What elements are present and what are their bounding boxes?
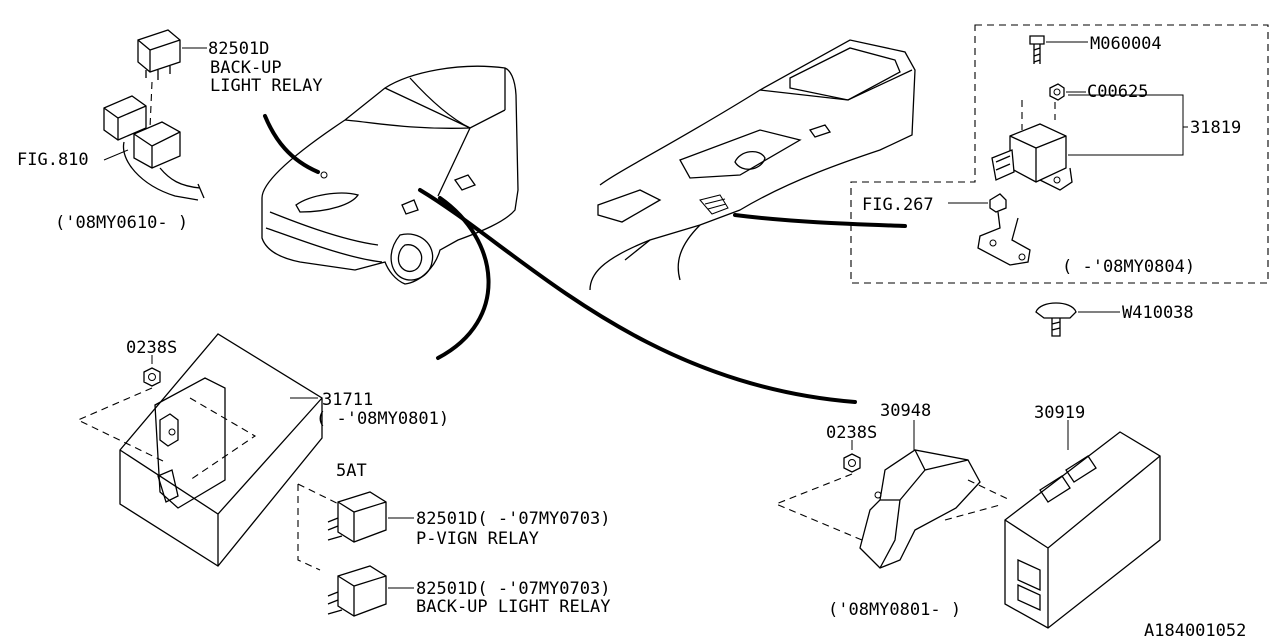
sensor-31819[interactable]	[991, 123, 1073, 191]
bracket-fig267	[977, 193, 1031, 266]
relay-a-name-label: P-VIGN RELAY	[416, 529, 539, 549]
relay-backup-light-bottom[interactable]	[327, 565, 387, 617]
range-top-left: ('08MY0610- )	[55, 213, 188, 233]
relay-top-name-line2: LIGHT RELAY	[210, 76, 323, 96]
relay-a-part-label: 82501D( -'07MY0703)	[416, 509, 610, 529]
nut-c00625[interactable]	[1049, 83, 1065, 101]
locator-line-module-31711	[436, 196, 491, 360]
relay-leader-dashed	[149, 81, 153, 129]
fig810-label: FIG.810	[17, 150, 89, 170]
module-30919[interactable]	[1004, 431, 1161, 629]
clip-w410038[interactable]	[1035, 302, 1077, 337]
p30948-label: 30948	[880, 401, 931, 421]
range-31711-label: ( -'08MY0801)	[316, 409, 449, 429]
c00625-label: C00625	[1087, 82, 1148, 102]
nut-0238s-right[interactable]	[843, 453, 861, 473]
bolt-m060004[interactable]	[1029, 35, 1045, 64]
m060004-label: M060004	[1090, 34, 1162, 54]
relay-p-vign[interactable]	[327, 491, 387, 543]
relay-top-part-number: 82501D	[208, 39, 269, 59]
vehicle-body	[261, 65, 519, 285]
diagram-id: A184001052	[1144, 621, 1246, 640]
relay-socket	[103, 95, 205, 201]
p30919-label: 30919	[1034, 403, 1085, 423]
relay-top-name-line1: BACK-UP	[210, 58, 282, 78]
nut-right-label: 0238S	[826, 423, 877, 443]
locator-line-sensor-31819	[733, 213, 907, 228]
backup-light-relay-top[interactable]	[137, 29, 181, 80]
nut-0238s-left[interactable]	[143, 367, 161, 387]
relay-b-name-label: BACK-UP LIGHT RELAY	[416, 597, 610, 617]
p31711-label: 31711	[322, 390, 373, 410]
fig267-label: FIG.267	[862, 195, 934, 215]
label-5at: 5AT	[336, 461, 367, 481]
relay-b-part-label: 82501D( -'07MY0703)	[416, 579, 610, 599]
module-31711[interactable]	[119, 333, 323, 567]
range-box-label: ( -'08MY0804)	[1062, 257, 1195, 277]
range-bottom-right-label: ('08MY0801- )	[828, 600, 961, 620]
locator-line-relay	[263, 114, 320, 174]
locator-line-module-30919	[418, 188, 857, 404]
center-console	[589, 39, 916, 291]
dashed-group-box	[850, 24, 1269, 284]
w410038-label: W410038	[1122, 303, 1194, 323]
p31819-label: 31819	[1190, 118, 1241, 138]
nut-left-label: 0238S	[126, 338, 177, 358]
bracket-30948[interactable]	[859, 449, 981, 569]
